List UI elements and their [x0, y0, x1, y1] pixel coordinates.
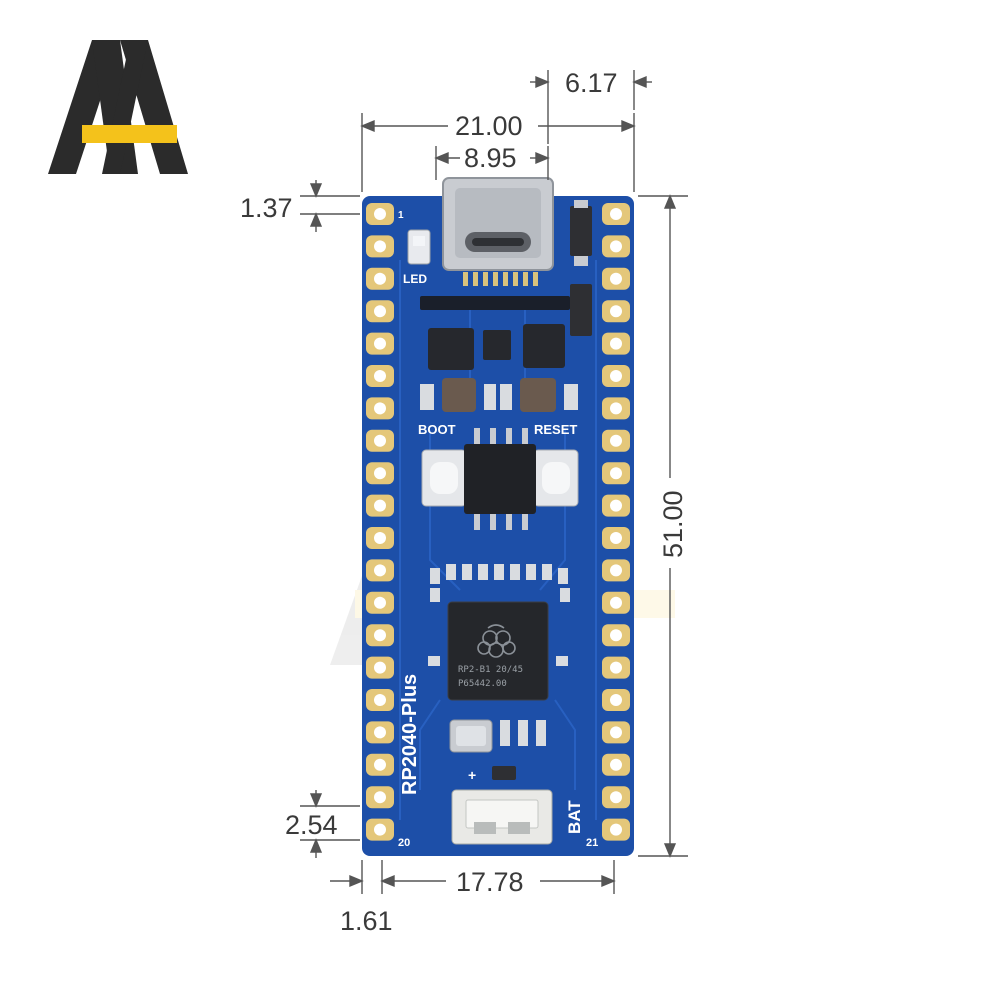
- right-pin-hole: [610, 564, 622, 577]
- dim-usb-width: 8.95: [464, 143, 517, 173]
- dim-pin-pitch: 2.54: [285, 810, 338, 840]
- diode-components: [570, 200, 592, 336]
- left-pin-hole: [374, 272, 386, 285]
- right-pin-hole: [610, 499, 622, 512]
- left-pin-hole: [374, 240, 386, 253]
- left-pin-hole: [374, 791, 386, 804]
- bat-label: BAT: [565, 800, 584, 834]
- right-pin-hole: [610, 629, 622, 642]
- right-pin-hole: [610, 791, 622, 804]
- left-pin-hole: [374, 402, 386, 415]
- right-pin-hole: [610, 596, 622, 609]
- right-pin-header: [602, 203, 630, 841]
- board-name-label: RP2040-Plus: [399, 674, 421, 795]
- passive-components-row: [420, 378, 578, 412]
- dim-top-pin-offset: 1.37: [240, 193, 293, 223]
- left-pin-hole: [374, 370, 386, 382]
- left-pin-hole: [374, 596, 386, 609]
- left-pin-hole: [374, 661, 386, 674]
- left-pin-hole: [374, 434, 386, 447]
- right-pin-hole: [610, 694, 622, 706]
- power-ic-middle: [483, 330, 511, 360]
- flash-memory-chip: [464, 428, 536, 530]
- right-pin-hole: [610, 208, 622, 220]
- side-passives: [428, 656, 568, 746]
- raspberry-logo-icon: [477, 624, 516, 658]
- bat-plus-label: +: [468, 767, 476, 783]
- led-indicator: [407, 229, 431, 265]
- pin-1-label: 1: [398, 210, 404, 221]
- dimension-lines: [300, 70, 688, 894]
- left-pin-header: [366, 203, 394, 841]
- right-pin-hole: [610, 402, 622, 415]
- right-pin-hole: [610, 272, 622, 285]
- right-pin-hole: [610, 467, 622, 480]
- power-ic-right: [523, 324, 565, 368]
- left-pin-hole: [374, 564, 386, 577]
- decoupling-capacitors: [430, 564, 570, 602]
- dim-edge-margin: 1.61: [340, 906, 393, 936]
- rp2040-chip: RP2-B1 20/45 P65442.00: [447, 601, 549, 701]
- left-pin-hole: [374, 467, 386, 480]
- left-pin-hole: [374, 337, 386, 350]
- right-pin-hole: [610, 370, 622, 382]
- left-pin-hole: [374, 694, 386, 706]
- led-label: LED: [403, 272, 427, 286]
- dim-usb-offset: 6.17: [565, 68, 618, 98]
- right-pin-hole: [610, 434, 622, 447]
- reset-label: RESET: [534, 422, 577, 437]
- right-pin-hole: [610, 823, 622, 836]
- reset-button[interactable]: [533, 449, 579, 507]
- right-pin-hole: [610, 726, 622, 739]
- pin-20-label: 20: [398, 837, 410, 849]
- dim-width-total: 21.00: [455, 111, 523, 141]
- chip-marking-line1: RP2-B1 20/45: [458, 665, 523, 675]
- battery-connector: [451, 766, 553, 845]
- left-pin-hole: [374, 629, 386, 642]
- right-pin-hole: [610, 337, 622, 350]
- chip-marking-line2: P65442.00: [458, 679, 507, 689]
- brand-logo-icon: [48, 40, 188, 174]
- boot-button[interactable]: [421, 449, 467, 507]
- right-pin-hole: [610, 532, 622, 544]
- left-pin-hole: [374, 758, 386, 771]
- crystal-oscillator: [449, 719, 493, 753]
- left-pin-hole: [374, 499, 386, 512]
- dim-pin-row-span: 17.78: [456, 867, 524, 897]
- left-pin-hole: [374, 208, 386, 220]
- left-pin-hole: [374, 305, 386, 318]
- smd-pad-strip: [420, 296, 570, 310]
- power-ic-left: [428, 328, 474, 370]
- left-pin-hole: [374, 532, 386, 544]
- right-pin-hole: [610, 661, 622, 674]
- left-pin-hole: [374, 823, 386, 836]
- right-pin-hole: [610, 305, 622, 318]
- boot-label: BOOT: [418, 422, 456, 437]
- right-pin-hole: [610, 758, 622, 771]
- usb-c-connector: [442, 177, 554, 286]
- dim-height-total: 51.00: [658, 490, 688, 558]
- left-pin-hole: [374, 726, 386, 739]
- right-pin-hole: [610, 240, 622, 253]
- pin-21-label: 21: [586, 837, 598, 849]
